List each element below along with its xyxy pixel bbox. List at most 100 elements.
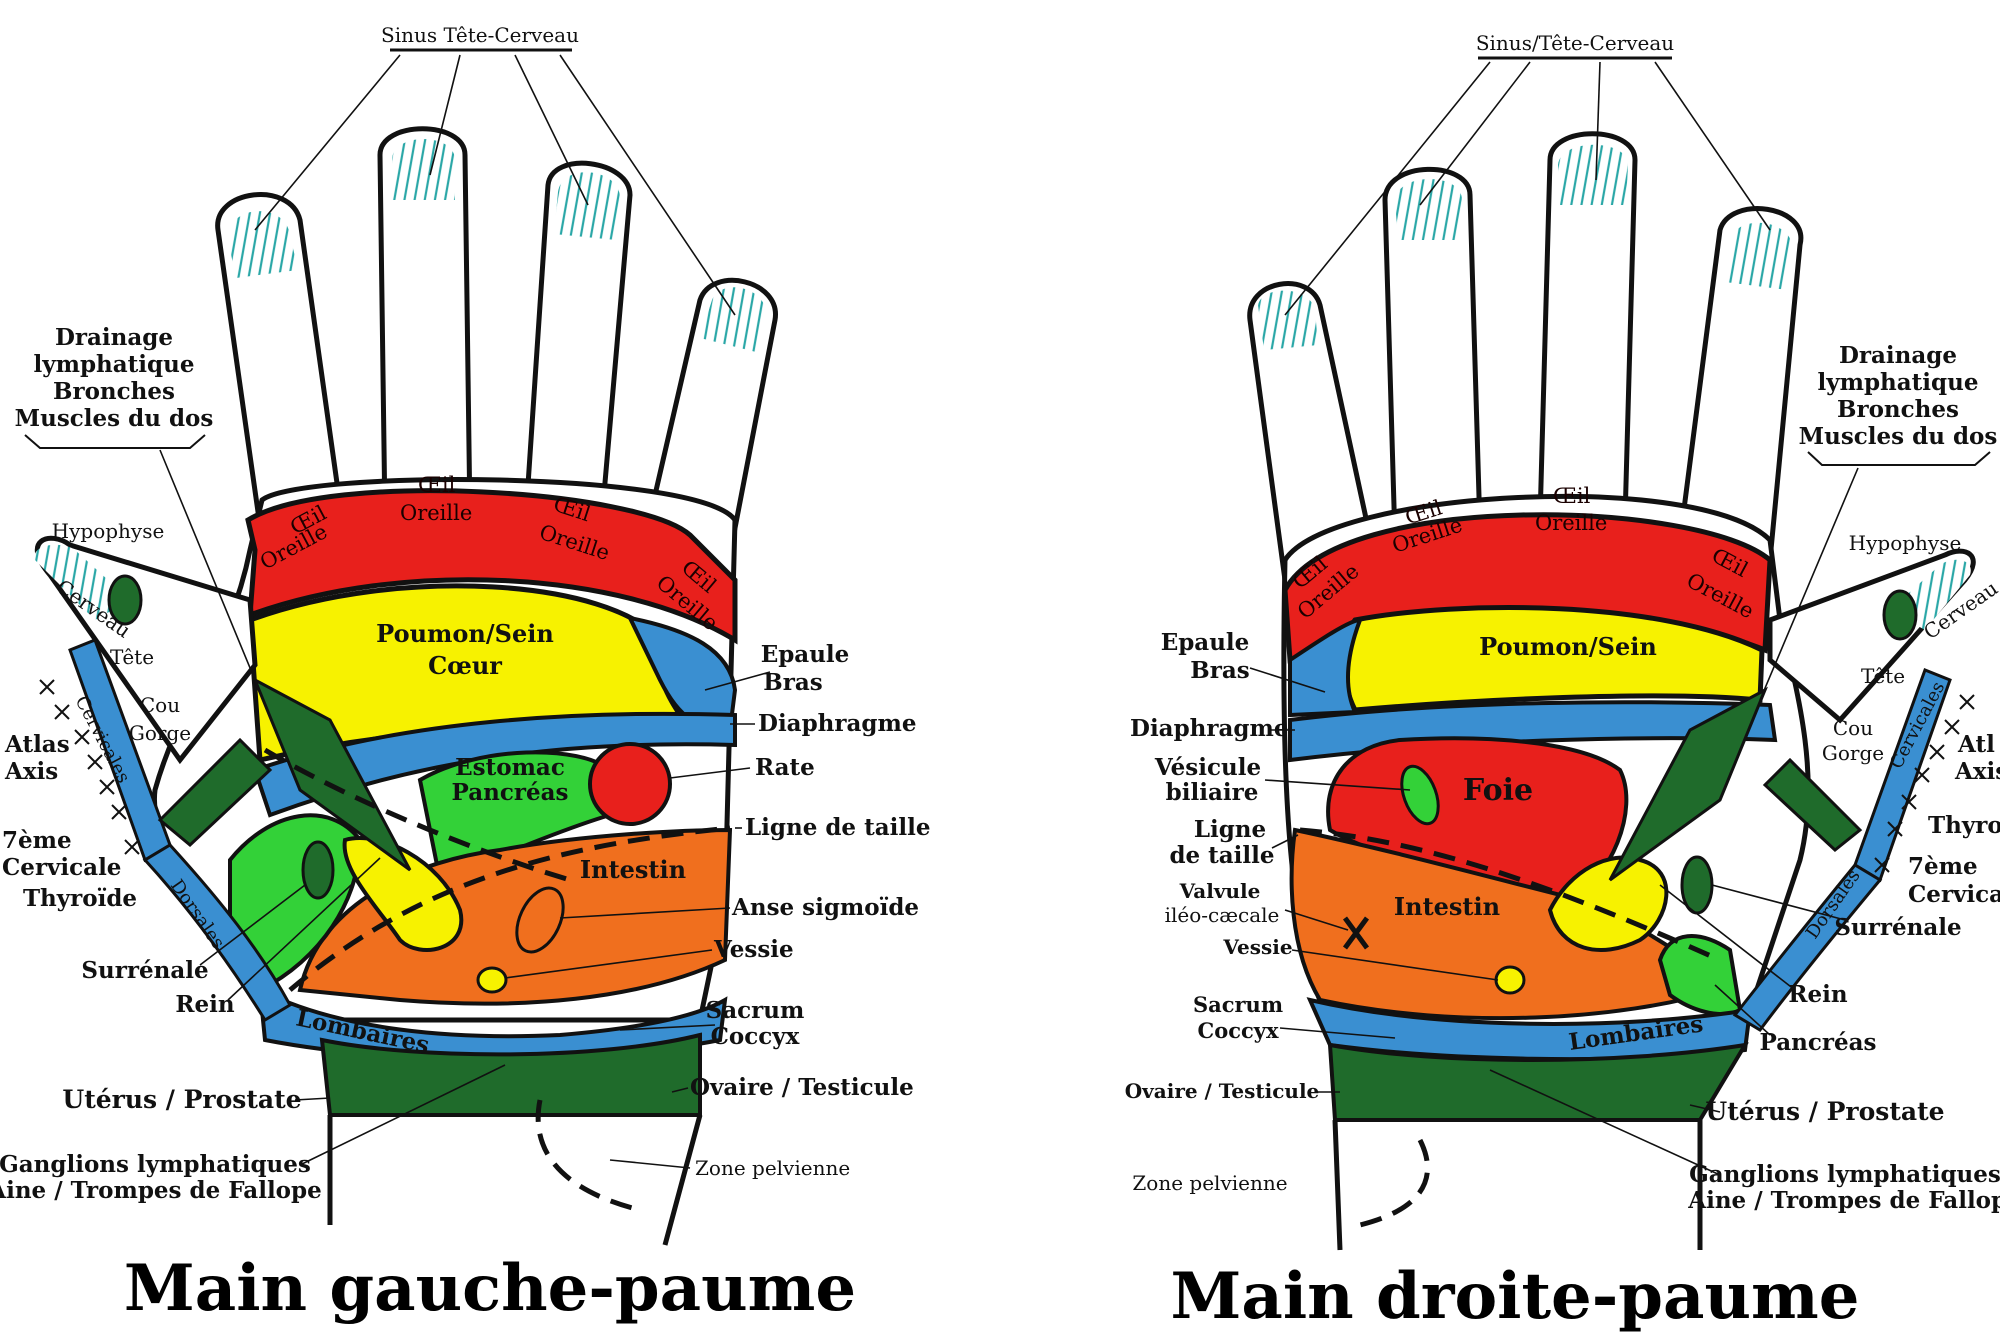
left-rate-label: Rate bbox=[755, 754, 815, 781]
left-lymph-triangle bbox=[252, 676, 412, 872]
left-nail-4 bbox=[700, 287, 767, 352]
left-pelvic-zone bbox=[535, 1099, 641, 1213]
left-ligne-taille-label: Ligne de taille bbox=[745, 814, 930, 841]
right-bras-label: Bras bbox=[1190, 657, 1249, 684]
left-uterus-label: Utérus / Prostate bbox=[62, 1085, 301, 1114]
left-drainage-brace bbox=[24, 434, 206, 449]
right-valvule-label: Valvule bbox=[1179, 879, 1261, 903]
left-hand-title: Main gauche-paume bbox=[124, 1251, 856, 1326]
left-pancreas-label: Pancréas bbox=[452, 779, 569, 806]
left-dashed-line bbox=[263, 747, 571, 883]
left-rein-label: Rein bbox=[175, 991, 234, 1018]
left-spleen bbox=[588, 742, 672, 826]
right-hand-title: Main droite-paume bbox=[1171, 1259, 1860, 1334]
right-hand bbox=[1247, 131, 1976, 1251]
left-estomac-label: Estomac bbox=[455, 754, 565, 781]
left-red-band bbox=[245, 488, 738, 645]
left-adrenal bbox=[301, 840, 335, 900]
left-poumon-label: Poumon/Sein bbox=[376, 619, 554, 648]
right-little-finger bbox=[1677, 206, 1804, 564]
right-nail-1 bbox=[1258, 290, 1318, 350]
right-pancreas-label: Pancréas bbox=[1760, 1029, 1877, 1056]
left-cou-label: Cou bbox=[140, 693, 180, 717]
left-ring-finger bbox=[377, 126, 473, 523]
right-diaphragme-label: Diaphragme bbox=[1130, 715, 1288, 742]
right-lumbar-band bbox=[1306, 997, 1753, 1062]
left-middle-finger bbox=[522, 160, 633, 543]
right-poumon-label: Poumon/Sein bbox=[1479, 632, 1657, 661]
right-gallbladder bbox=[1400, 764, 1440, 826]
right-hypophyse-label: Hypophyse bbox=[1849, 531, 1962, 555]
right-nail-4 bbox=[1725, 222, 1793, 290]
right-bladder bbox=[1494, 965, 1526, 995]
left-oeil-2: Œil bbox=[418, 473, 456, 497]
right-thyroid-zone bbox=[1762, 757, 1863, 852]
left-drainage-line4: Muscles du dos bbox=[15, 405, 214, 432]
left-zone-pelvienne-label: Zone pelvienne bbox=[695, 1156, 850, 1180]
left-bras-label: Bras bbox=[763, 669, 822, 696]
right-sinus-label: Sinus/Tête-Cerveau bbox=[1476, 31, 1674, 55]
right-rein-label: Rein bbox=[1788, 981, 1847, 1008]
right-drainage-brace bbox=[1807, 451, 1991, 466]
right-valvule-mark bbox=[1342, 916, 1370, 950]
right-intestin-label: Intestin bbox=[1394, 892, 1500, 921]
right-hypophyse-dot bbox=[1882, 589, 1918, 641]
right-uterus-label: Utérus / Prostate bbox=[1705, 1097, 1944, 1126]
left-tete-label: Tête bbox=[110, 645, 154, 669]
left-thyroid-zone bbox=[157, 737, 273, 848]
left-little-finger bbox=[215, 192, 348, 543]
right-drainage-line2: lymphatique bbox=[1818, 369, 1979, 396]
left-coeur-label: Cœur bbox=[428, 651, 502, 680]
right-surrenale-label: Surrénale bbox=[1834, 914, 1961, 941]
left-7eme-label: 7ème bbox=[2, 827, 72, 854]
right-sacrum-label: Sacrum bbox=[1193, 992, 1283, 1017]
left-anse-label: Anse sigmoïde bbox=[731, 894, 919, 921]
left-axis-label: Axis bbox=[4, 758, 58, 785]
left-atlas-label: Atlas bbox=[4, 731, 70, 758]
right-epaule-label: Epaule bbox=[1161, 629, 1250, 656]
right-coccyx-label: Coccyx bbox=[1197, 1018, 1278, 1043]
right-vessie-label: Vessie bbox=[1222, 935, 1292, 959]
right-ovaire-label: Ovaire / Testicule bbox=[1125, 1079, 1320, 1103]
right-oreille-3: Oreille bbox=[1535, 511, 1607, 535]
left-drainage-line3: Bronches bbox=[53, 378, 175, 405]
left-x-marks bbox=[39, 679, 140, 855]
left-waist-dashed bbox=[288, 825, 731, 992]
left-bladder-lobe bbox=[342, 836, 464, 952]
right-oeil-3: Œil bbox=[1553, 484, 1591, 508]
right-thyroide-label: Thyro bbox=[1928, 812, 2000, 839]
left-ganglions-label: Ganglions lymphatiques bbox=[0, 1151, 311, 1178]
right-wrist bbox=[1332, 1119, 1703, 1251]
right-wrist-band bbox=[1327, 1042, 1749, 1122]
right-ileo-label: iléo-cæcale bbox=[1165, 903, 1280, 927]
right-middle-finger bbox=[1382, 166, 1483, 543]
left-drainage-line1: Drainage bbox=[55, 324, 173, 351]
right-cervicale-label: Cervical bbox=[1908, 881, 2000, 908]
right-labels: Sinus/Tête-Cerveau Drainage lymphatique … bbox=[1125, 31, 2000, 1334]
left-sigmoid-mark bbox=[515, 886, 565, 954]
right-zone-pelvienne-label: Zone pelvienne bbox=[1132, 1171, 1287, 1195]
left-cervicale-label: Cervicale bbox=[2, 854, 121, 881]
right-atlas-label: Atl bbox=[1957, 731, 1995, 758]
left-hand bbox=[34, 126, 778, 1246]
right-ganglions-label: Ganglions lymphatiques bbox=[1689, 1161, 2000, 1188]
left-wrist-band bbox=[319, 1032, 702, 1117]
left-labels: Sinus Tête-Cerveau Drainage lymphatique … bbox=[0, 23, 930, 1326]
right-pelvic-zone bbox=[1359, 1138, 1430, 1228]
right-biliaire-label: biliaire bbox=[1166, 779, 1259, 806]
left-wrist bbox=[327, 1114, 703, 1246]
left-hypophyse-label: Hypophyse bbox=[52, 519, 165, 543]
right-drainage-line3: Bronches bbox=[1837, 396, 1959, 423]
left-hypophyse-dot bbox=[107, 574, 143, 626]
left-vessie-label: Vessie bbox=[713, 936, 794, 963]
left-nail-2 bbox=[392, 139, 455, 200]
left-thyroide-label: Thyroïde bbox=[23, 885, 137, 912]
right-gorge-label: Gorge bbox=[1822, 741, 1884, 765]
left-shoulder-zone bbox=[626, 615, 738, 733]
right-vesicule-label: Vésicule bbox=[1154, 754, 1261, 781]
left-coccyx-label: Coccyx bbox=[711, 1023, 800, 1050]
right-shoulder-zone bbox=[1288, 617, 1363, 718]
right-de-taille-label: de taille bbox=[1169, 842, 1274, 869]
left-sacrum-label: Sacrum bbox=[706, 997, 805, 1024]
